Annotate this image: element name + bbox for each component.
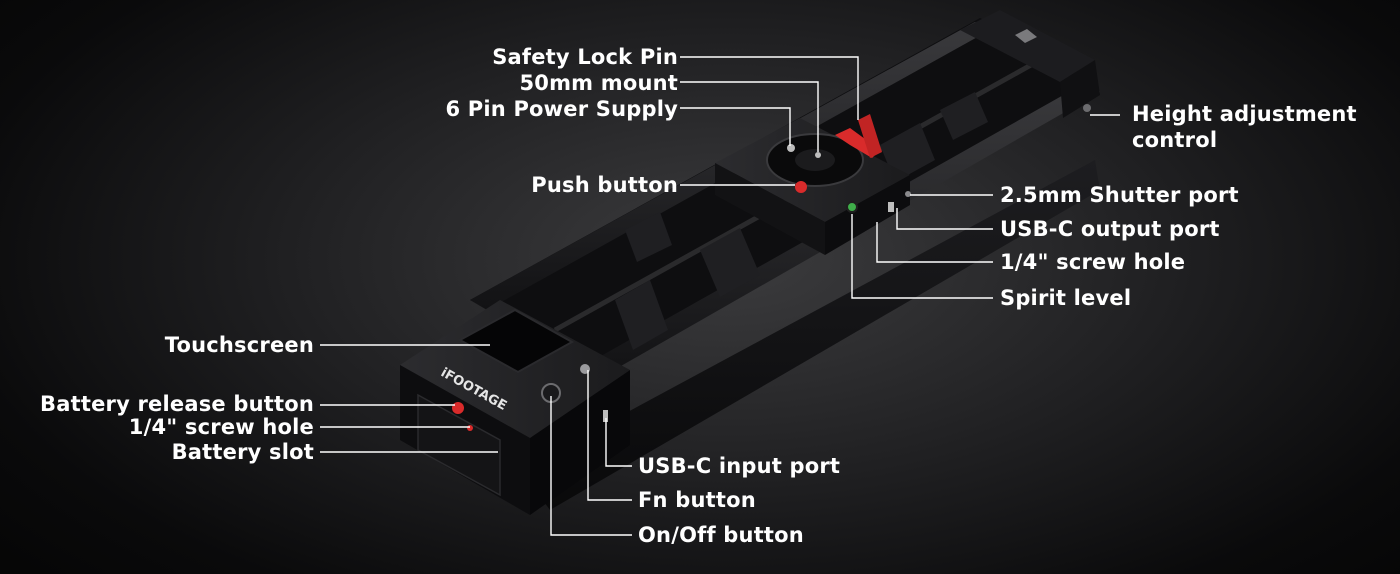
label-onoff-button: On/Off button	[638, 523, 804, 547]
label-battery-slot: Battery slot	[171, 440, 314, 464]
leader-lines	[320, 56, 1120, 536]
label-touchscreen: Touchscreen	[164, 333, 314, 357]
label-usbc-input: USB-C input port	[638, 454, 841, 478]
label-battery-release-button: Battery release button	[40, 392, 314, 416]
label-screw-hole-right: 1/4" screw hole	[1000, 250, 1186, 274]
touchscreen-display	[457, 308, 575, 374]
push-button-red	[795, 181, 807, 193]
label-spirit-level: Spirit level	[1000, 286, 1132, 310]
head-unit: iFOOTAGE	[400, 300, 630, 515]
label-50mm-mount: 50mm mount	[519, 71, 678, 95]
label-screw-hole-left: 1/4" screw hole	[128, 415, 314, 439]
label-power-supply: 6 Pin Power Supply	[445, 97, 678, 121]
spirit-level-bubble	[846, 201, 858, 213]
carriage	[715, 114, 911, 255]
label-fn-button: Fn button	[638, 488, 756, 512]
label-height-adjustment: Height adjustment control	[1132, 102, 1357, 152]
label-safety-lock-pin: Safety Lock Pin	[492, 45, 678, 69]
battery-slot	[417, 393, 501, 497]
label-shutter-port: 2.5mm Shutter port	[1000, 183, 1239, 207]
end-block-right	[960, 10, 1100, 118]
label-push-button: Push button	[531, 173, 678, 197]
label-usbc-output: USB-C output port	[1000, 217, 1220, 241]
